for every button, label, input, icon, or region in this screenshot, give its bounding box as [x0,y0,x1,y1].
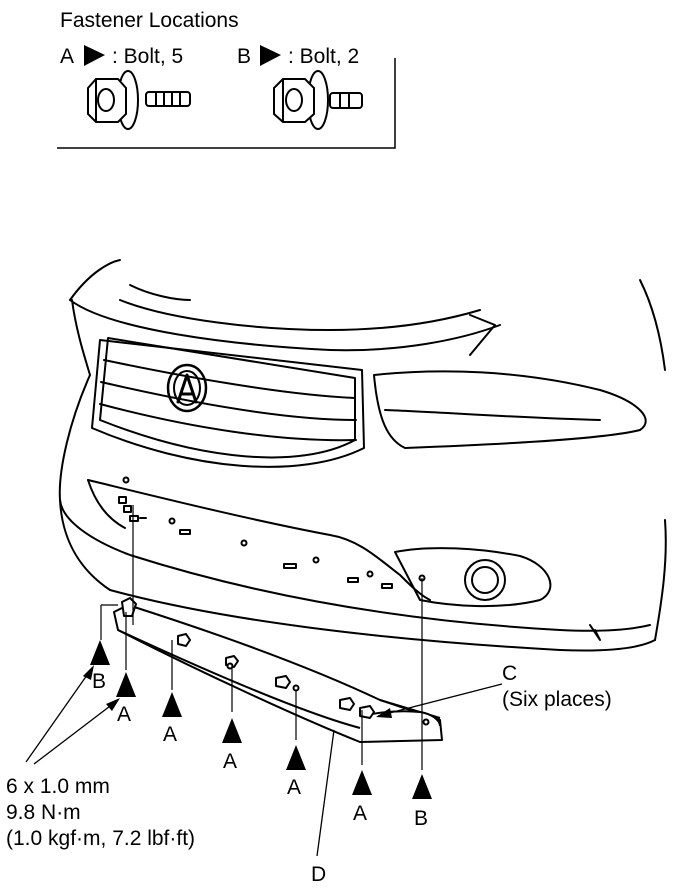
torque-nm: 9.8 N·m [6,801,81,824]
torque-size: 6 x 1.0 mm [6,775,110,798]
marker-a-4-label: A [287,776,301,799]
bolt-a-icon [87,70,191,130]
callout-c-letter: C [502,662,517,685]
torque-spec: 6 x 1.0 mm 9.8 N·m (1.0 kgf·m, 7.2 lbf·f… [6,665,195,850]
callout-c: C (Six places) [376,662,612,718]
callout-d: D [311,729,335,886]
legend-b-letter: B [237,45,251,68]
torque-arrow-b-icon [83,665,94,680]
legend-a-text: : Bolt, 5 [112,45,183,68]
fastener-legend: Fastener Locations A : Bolt, 5 B : Bolt,… [57,9,396,149]
legend-frame [57,58,396,149]
alignment-lines [100,505,423,770]
bolt-b-icon [273,70,363,130]
callout-c-note: (Six places) [502,688,612,711]
torque-arrow-a-icon [106,698,120,711]
callout-d-letter: D [311,863,326,886]
legend-b-text: : Bolt, 2 [288,45,359,68]
marker-b-left-label: B [92,670,106,693]
marker-a-5-icon [352,770,372,795]
marker-a-3-icon [222,718,242,743]
marker-b-right-icon [412,774,432,799]
vehicle-front-bumper [58,259,667,652]
marker-b-left-icon [90,640,110,665]
legend-a-arrow-icon [84,45,105,66]
legend-b-arrow-icon [260,45,281,66]
marker-a-4-icon [286,745,306,770]
marker-a-1-icon [116,672,136,697]
legend-title: Fastener Locations [60,9,239,32]
marker-a-3-label: A [223,750,237,773]
callout-c-arrow-icon [376,708,392,718]
legend-a-letter: A [60,45,74,68]
marker-a-2-label: A [163,723,177,746]
torque-imperial: (1.0 kgf·m, 7.2 lbf·ft) [6,827,195,850]
marker-a-2-icon [162,692,182,717]
marker-a-5-label: A [353,802,367,825]
marker-b-right-label: B [414,807,428,830]
marker-a-1-label: A [117,703,131,726]
lower-cover-d [113,597,443,743]
fastener-markers: B A A A A A B [90,640,432,830]
